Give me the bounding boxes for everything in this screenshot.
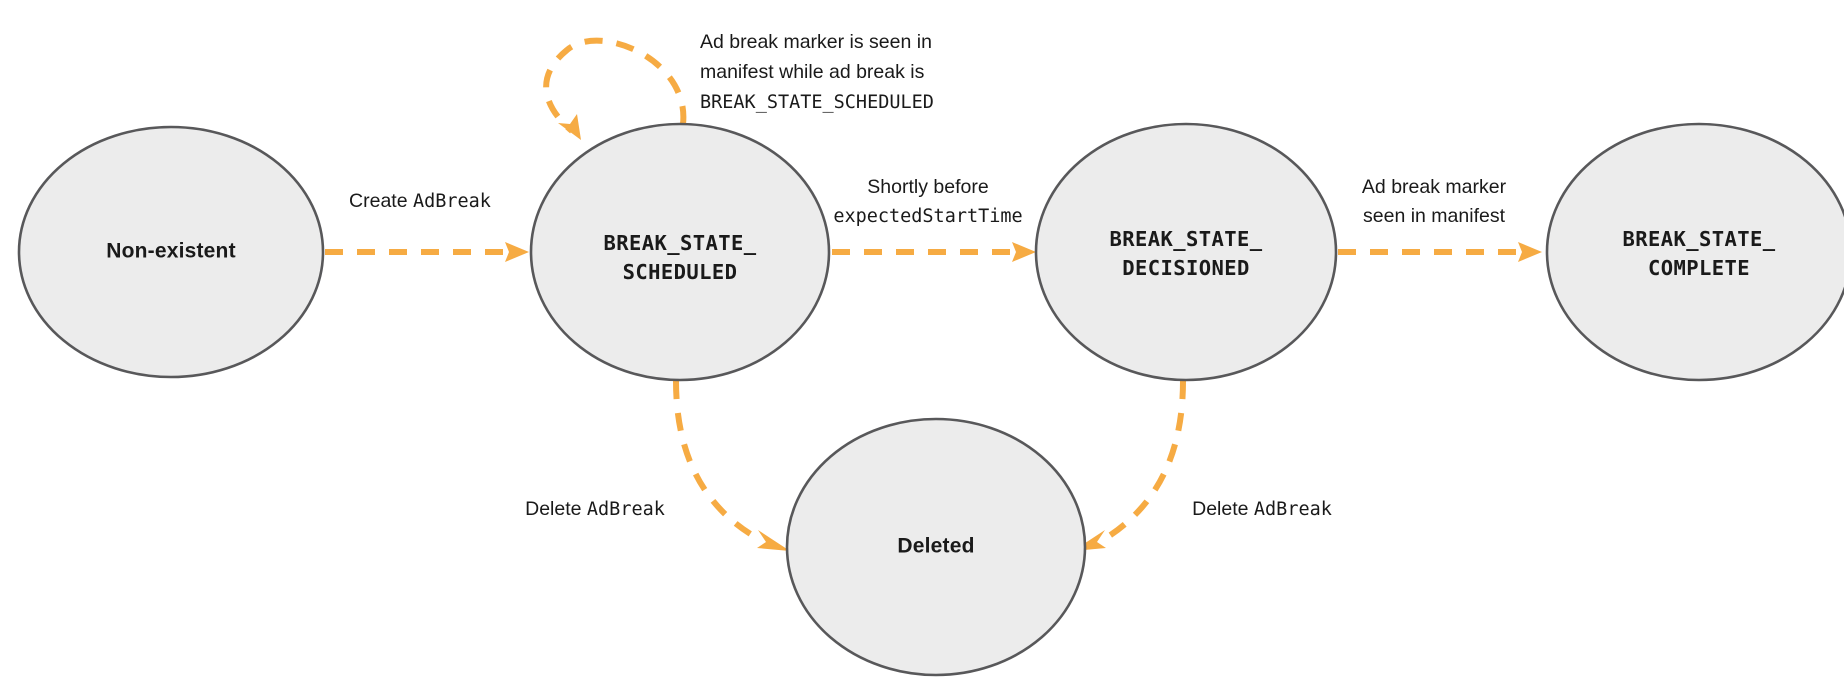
edge-scheduled-self-loop [543,37,687,140]
edge-decisioned-to-complete [1338,242,1542,262]
node-break-state-scheduled-shape[interactable] [529,122,831,382]
node-deleted-label: Deleted [897,535,974,558]
edge-label-scheduled-to-deleted-entity: AdBreak [587,499,665,520]
node-break-state-complete[interactable]: BREAK_STATE_ COMPLETE [1545,122,1844,382]
node-non-existent-shape[interactable] [17,125,325,379]
edge-label-scheduled-self-loop-line3: BREAK_STATE_SCHEDULED [700,92,934,113]
edge-create-adbreak [325,242,529,262]
edge-label-scheduled-self-loop-line2: manifest while ad break is [700,61,925,83]
edge-label-scheduled-self-loop: Ad break marker is seen in manifest whil… [700,31,934,113]
edge-label-scheduled-to-decisioned-line2: expectedStartTime [833,206,1022,227]
node-break-state-complete-label-line1: BREAK_STATE_ [1623,227,1776,251]
edge-scheduled-to-deleted-arrowhead [757,530,790,551]
node-break-state-decisioned-label-line1: BREAK_STATE_ [1110,227,1263,251]
edge-scheduled-to-decisioned [832,242,1036,262]
edge-label-scheduled-self-loop-line1: Ad break marker is seen in [700,31,932,53]
edge-label-decisioned-to-deleted-entity: AdBreak [1254,499,1332,520]
node-break-state-scheduled-label-line2: SCHEDULED [623,260,738,284]
edge-decisioned-to-complete-arrowhead [1518,242,1542,262]
edge-label-scheduled-to-deleted-verb: Delete [525,498,587,520]
edge-label-create-adbreak-entity: AdBreak [413,191,491,212]
node-break-state-decisioned-label-line2: DECISIONED [1122,256,1249,280]
edge-label-decisioned-to-complete-line2: seen in manifest [1363,205,1506,227]
node-deleted-shape[interactable] [785,417,1087,677]
edge-label-decisioned-to-deleted-verb: Delete [1192,498,1254,520]
edge-label-decisioned-to-complete-line1: Ad break marker [1362,176,1507,198]
edge-scheduled-self-loop-line [543,37,687,134]
edge-label-decisioned-to-deleted: Delete AdBreak [1192,498,1332,520]
node-break-state-scheduled-label-line1: BREAK_STATE_ [604,231,757,255]
edge-label-scheduled-to-deleted: Delete AdBreak [525,498,665,520]
edge-label-create-adbreak: Create AdBreak [349,190,491,212]
node-break-state-scheduled[interactable]: BREAK_STATE_ SCHEDULED [529,122,831,382]
node-break-state-complete-shape[interactable] [1545,122,1844,382]
edge-decisioned-to-deleted [1073,380,1186,551]
edge-create-adbreak-arrowhead [505,242,529,262]
edge-label-scheduled-to-decisioned: Shortly before expectedStartTime [833,176,1022,227]
node-break-state-decisioned-shape[interactable] [1034,122,1338,382]
edge-scheduled-to-deleted [673,380,790,551]
edge-scheduled-to-decisioned-arrowhead [1012,242,1036,262]
edge-scheduled-self-loop-arrowhead [558,114,581,140]
node-break-state-complete-label-line2: COMPLETE [1648,256,1750,280]
node-break-state-decisioned[interactable]: BREAK_STATE_ DECISIONED [1034,122,1338,382]
edge-label-scheduled-to-decisioned-line1: Shortly before [867,176,988,198]
node-non-existent-label: Non-existent [106,240,236,263]
edge-label-create-adbreak-verb: Create [349,190,413,212]
node-non-existent[interactable]: Non-existent [17,125,325,379]
edge-label-decisioned-to-complete: Ad break marker seen in manifest [1362,176,1507,227]
node-deleted[interactable]: Deleted [785,417,1087,677]
edge-scheduled-to-deleted-line [673,380,759,541]
edge-decisioned-to-deleted-line [1104,380,1186,541]
